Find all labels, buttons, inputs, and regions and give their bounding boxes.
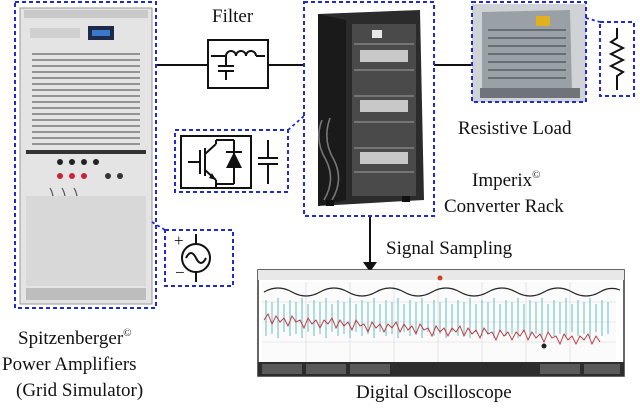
scope-trace-current-2 — [263, 313, 601, 346]
ac-source-plus-sign: + — [174, 231, 184, 250]
filter-label: Filter — [212, 6, 254, 27]
amplifier-cabinet-photo — [19, 7, 153, 305]
resistive-load-photo — [472, 4, 586, 102]
lc-filter-icon — [211, 50, 265, 80]
converter-symbol-leader — [287, 115, 305, 131]
resistor-icon — [608, 28, 626, 90]
spitzenberger-name: Spitzenberger — [18, 328, 124, 349]
spitzenberger-label: Spitzenberger© — [18, 328, 132, 350]
ac-source-dashed-frame — [164, 229, 234, 287]
resistor-leader — [585, 17, 601, 23]
oscilloscope-screen — [257, 269, 625, 377]
ac-source-icon — [181, 234, 211, 282]
imperix-name: Imperix — [472, 170, 533, 191]
ac-source-leader — [151, 221, 166, 231]
diode-triangle — [226, 152, 242, 168]
grid-simulator-label: (Grid Simulator) — [16, 380, 144, 401]
converter-rack-photo — [304, 4, 434, 216]
resistor-dashed-frame — [599, 21, 635, 97]
filter-frame — [207, 39, 269, 89]
converter-rack-label: Converter Rack — [444, 196, 564, 217]
connection-wires — [156, 64, 472, 262]
scope-trace-current-1 — [265, 298, 609, 338]
resistive-load-label: Resistive Load — [458, 118, 572, 139]
digital-oscilloscope-label: Digital Oscilloscope — [356, 382, 512, 403]
signal-sampling-label: Signal Sampling — [386, 238, 513, 259]
spitzenberger-copyright-mark: © — [123, 327, 132, 339]
scope-trace-voltage — [263, 287, 621, 297]
power-amplifiers-label: Power Amplifiers — [2, 354, 137, 375]
imperix-label: Imperix© — [472, 170, 541, 192]
signal-arrow-head — [363, 262, 377, 272]
imperix-copyright-mark: © — [532, 169, 541, 181]
dc-capacitor-icon — [258, 140, 278, 184]
converter-rack-dashed-frame — [303, 1, 435, 217]
igbt-emitter-arrow — [209, 173, 216, 180]
resistive-load-dashed-frame — [471, 1, 587, 103]
amplifier-dashed-frame — [14, 1, 157, 309]
ac-source-minus-sign: − — [175, 263, 185, 282]
converter-symbol-dashed-frame — [174, 129, 289, 193]
